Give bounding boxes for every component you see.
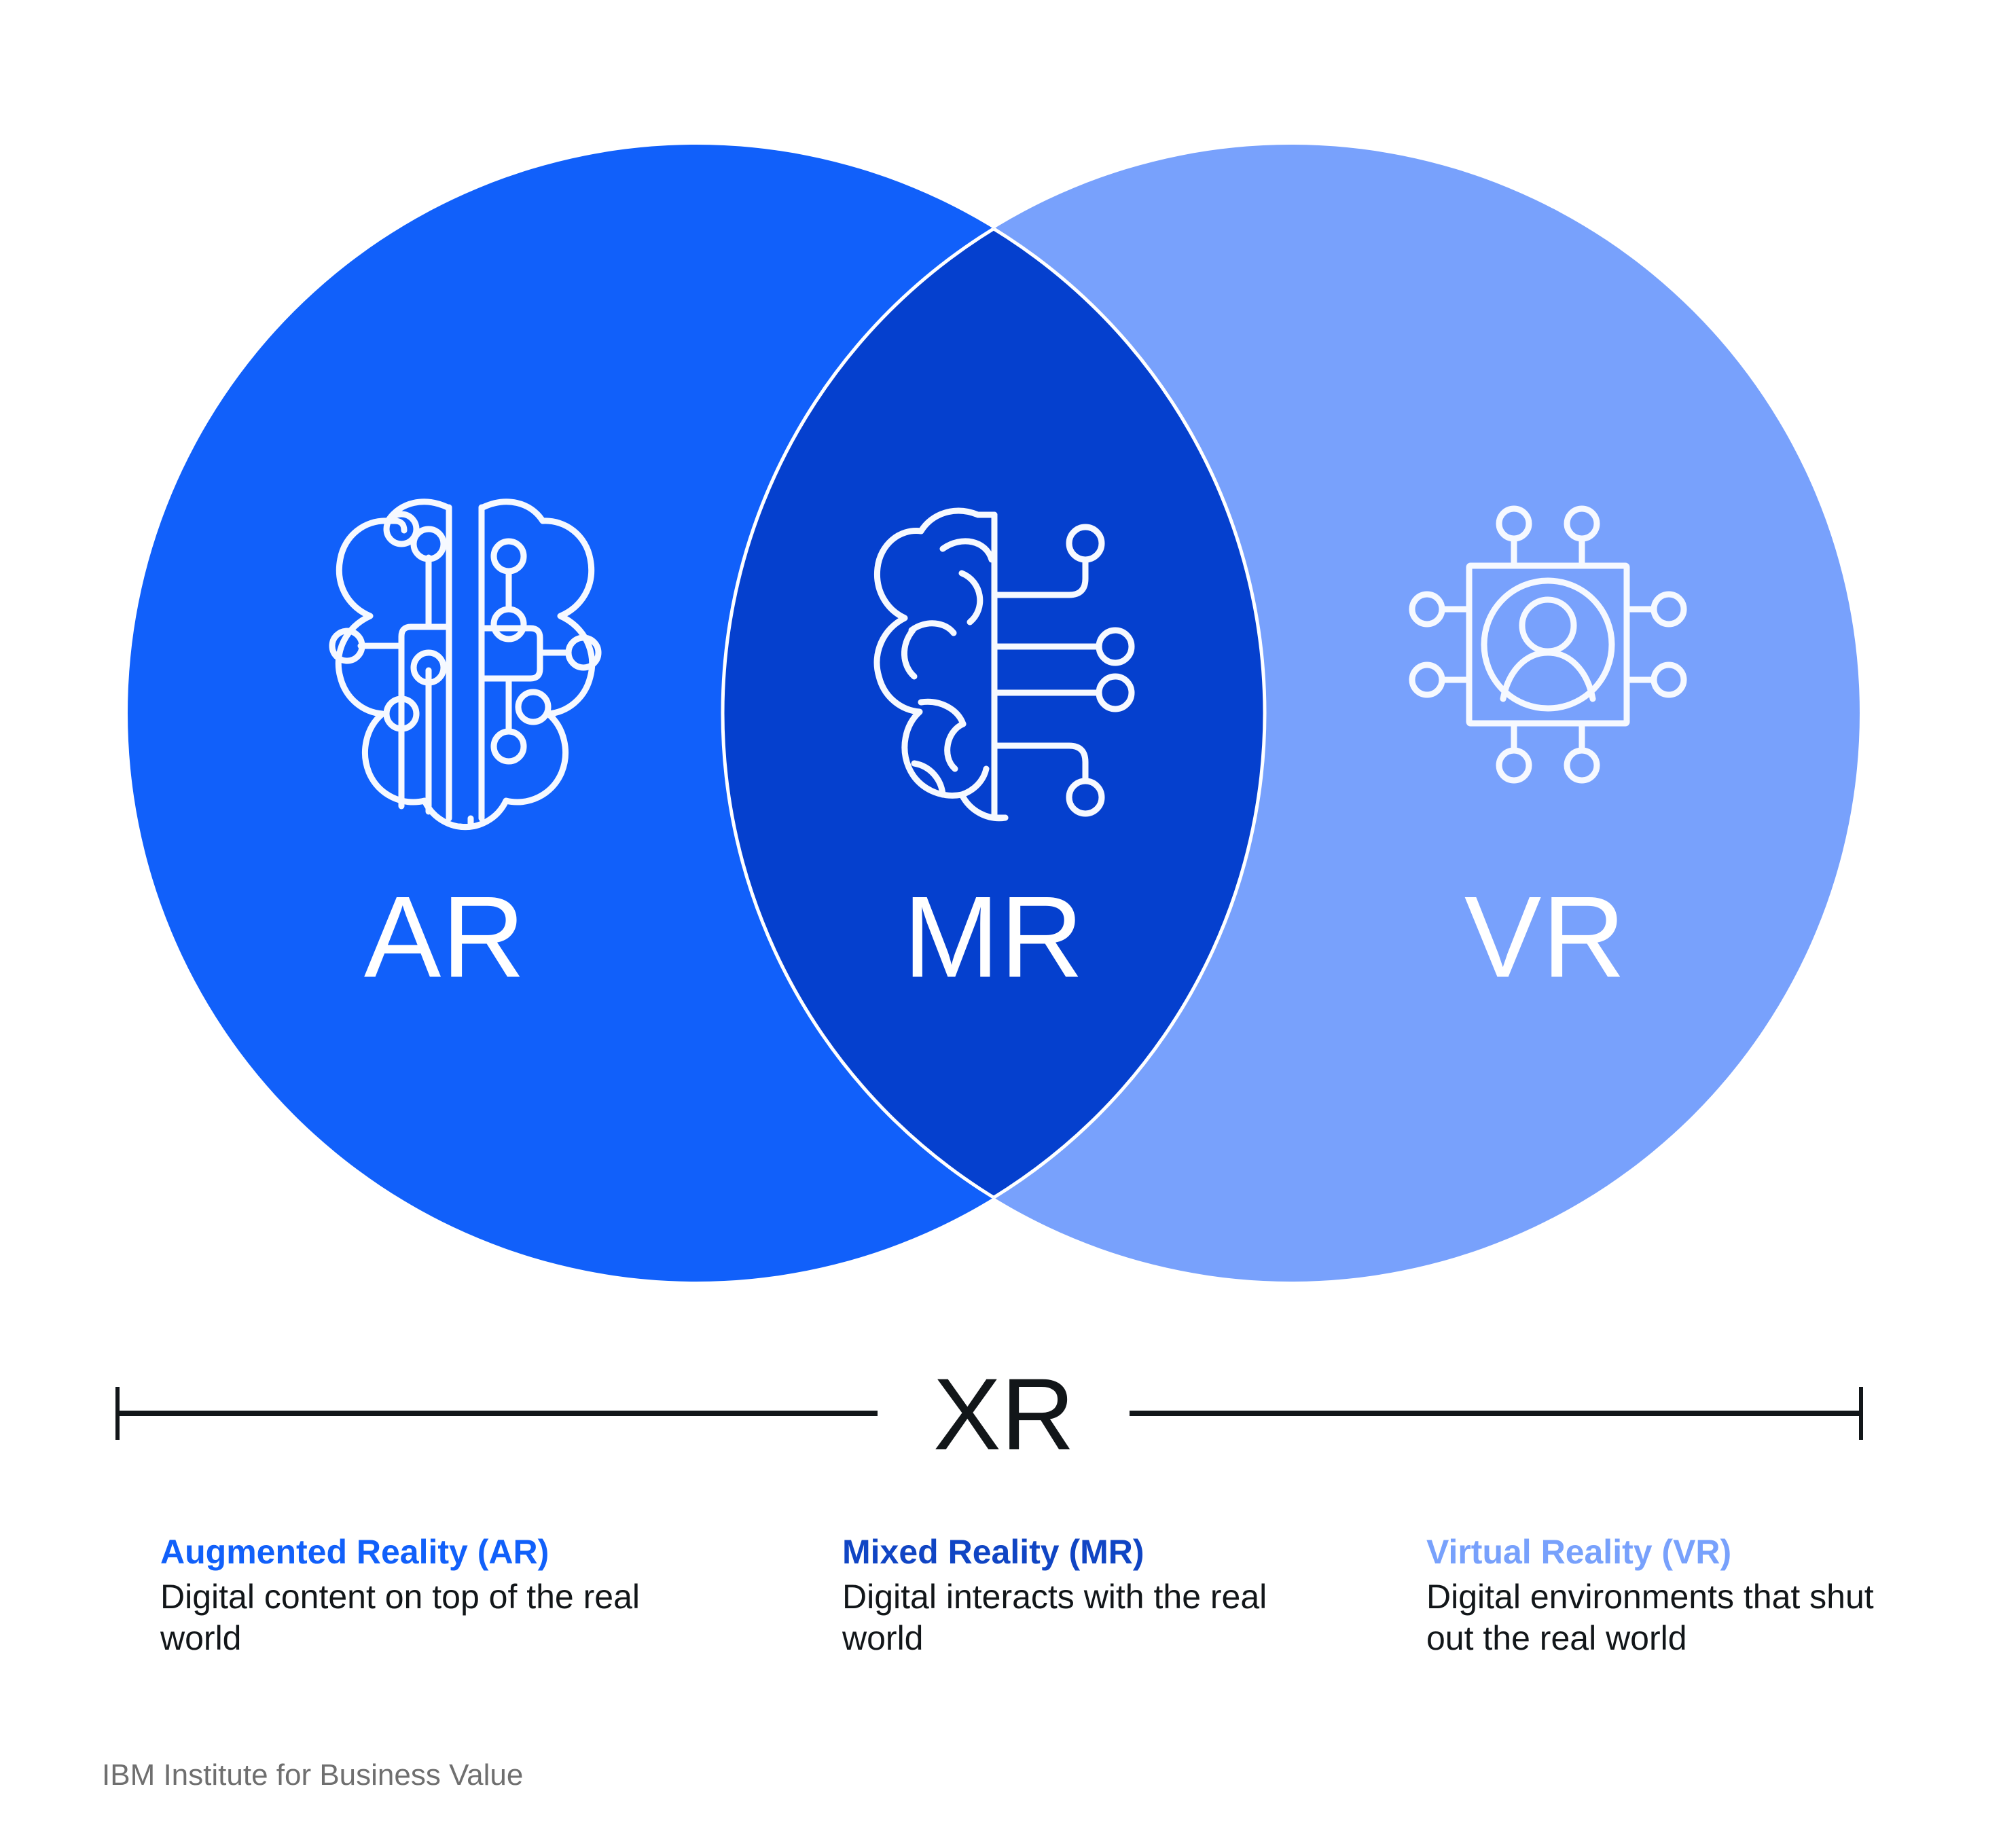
half-brain-circuit-icon xyxy=(873,507,1135,822)
brain-circuit-hemispheres-icon xyxy=(329,499,602,831)
chip-user-icon xyxy=(1409,505,1687,784)
caption-vr: Virtual Reality (VR) Digital environment… xyxy=(1426,1532,1902,1659)
bracket-rule-right xyxy=(1130,1411,1863,1416)
bracket-end-cap-right xyxy=(1859,1387,1863,1440)
venn-label-mr: MR xyxy=(903,873,1085,1002)
caption-mr-body: Digital interacts with the real world xyxy=(842,1578,1267,1657)
caption-mr: Mixed Reality (MR) Digital interacts wit… xyxy=(842,1532,1304,1659)
venn-diagram: AR MR VR xyxy=(128,145,1860,1282)
caption-vr-body: Digital environments that shut out the r… xyxy=(1426,1578,1874,1657)
venn-lens-mr xyxy=(721,145,1265,1282)
caption-mr-title: Mixed Reality (MR) xyxy=(842,1533,1144,1571)
xr-label: XR xyxy=(918,1363,1090,1465)
venn-svg xyxy=(128,145,1860,1282)
caption-ar-body: Digital content on top of the real world xyxy=(160,1578,640,1657)
xr-bracket: XR xyxy=(0,1363,2003,1508)
caption-ar: Augmented Reality (AR) Digital content o… xyxy=(160,1532,697,1659)
venn-lens-mr-edge xyxy=(723,145,1267,1282)
caption-vr-title: Virtual Reality (VR) xyxy=(1426,1533,1732,1571)
caption-ar-title: Augmented Reality (AR) xyxy=(160,1533,549,1571)
bracket-rule-left xyxy=(115,1411,878,1416)
caption-group: Augmented Reality (AR) Digital content o… xyxy=(0,1532,2003,1756)
source-attribution: IBM Institute for Business Value xyxy=(102,1758,524,1792)
venn-label-vr: VR xyxy=(1464,873,1627,1002)
venn-label-ar: AR xyxy=(363,873,526,1002)
